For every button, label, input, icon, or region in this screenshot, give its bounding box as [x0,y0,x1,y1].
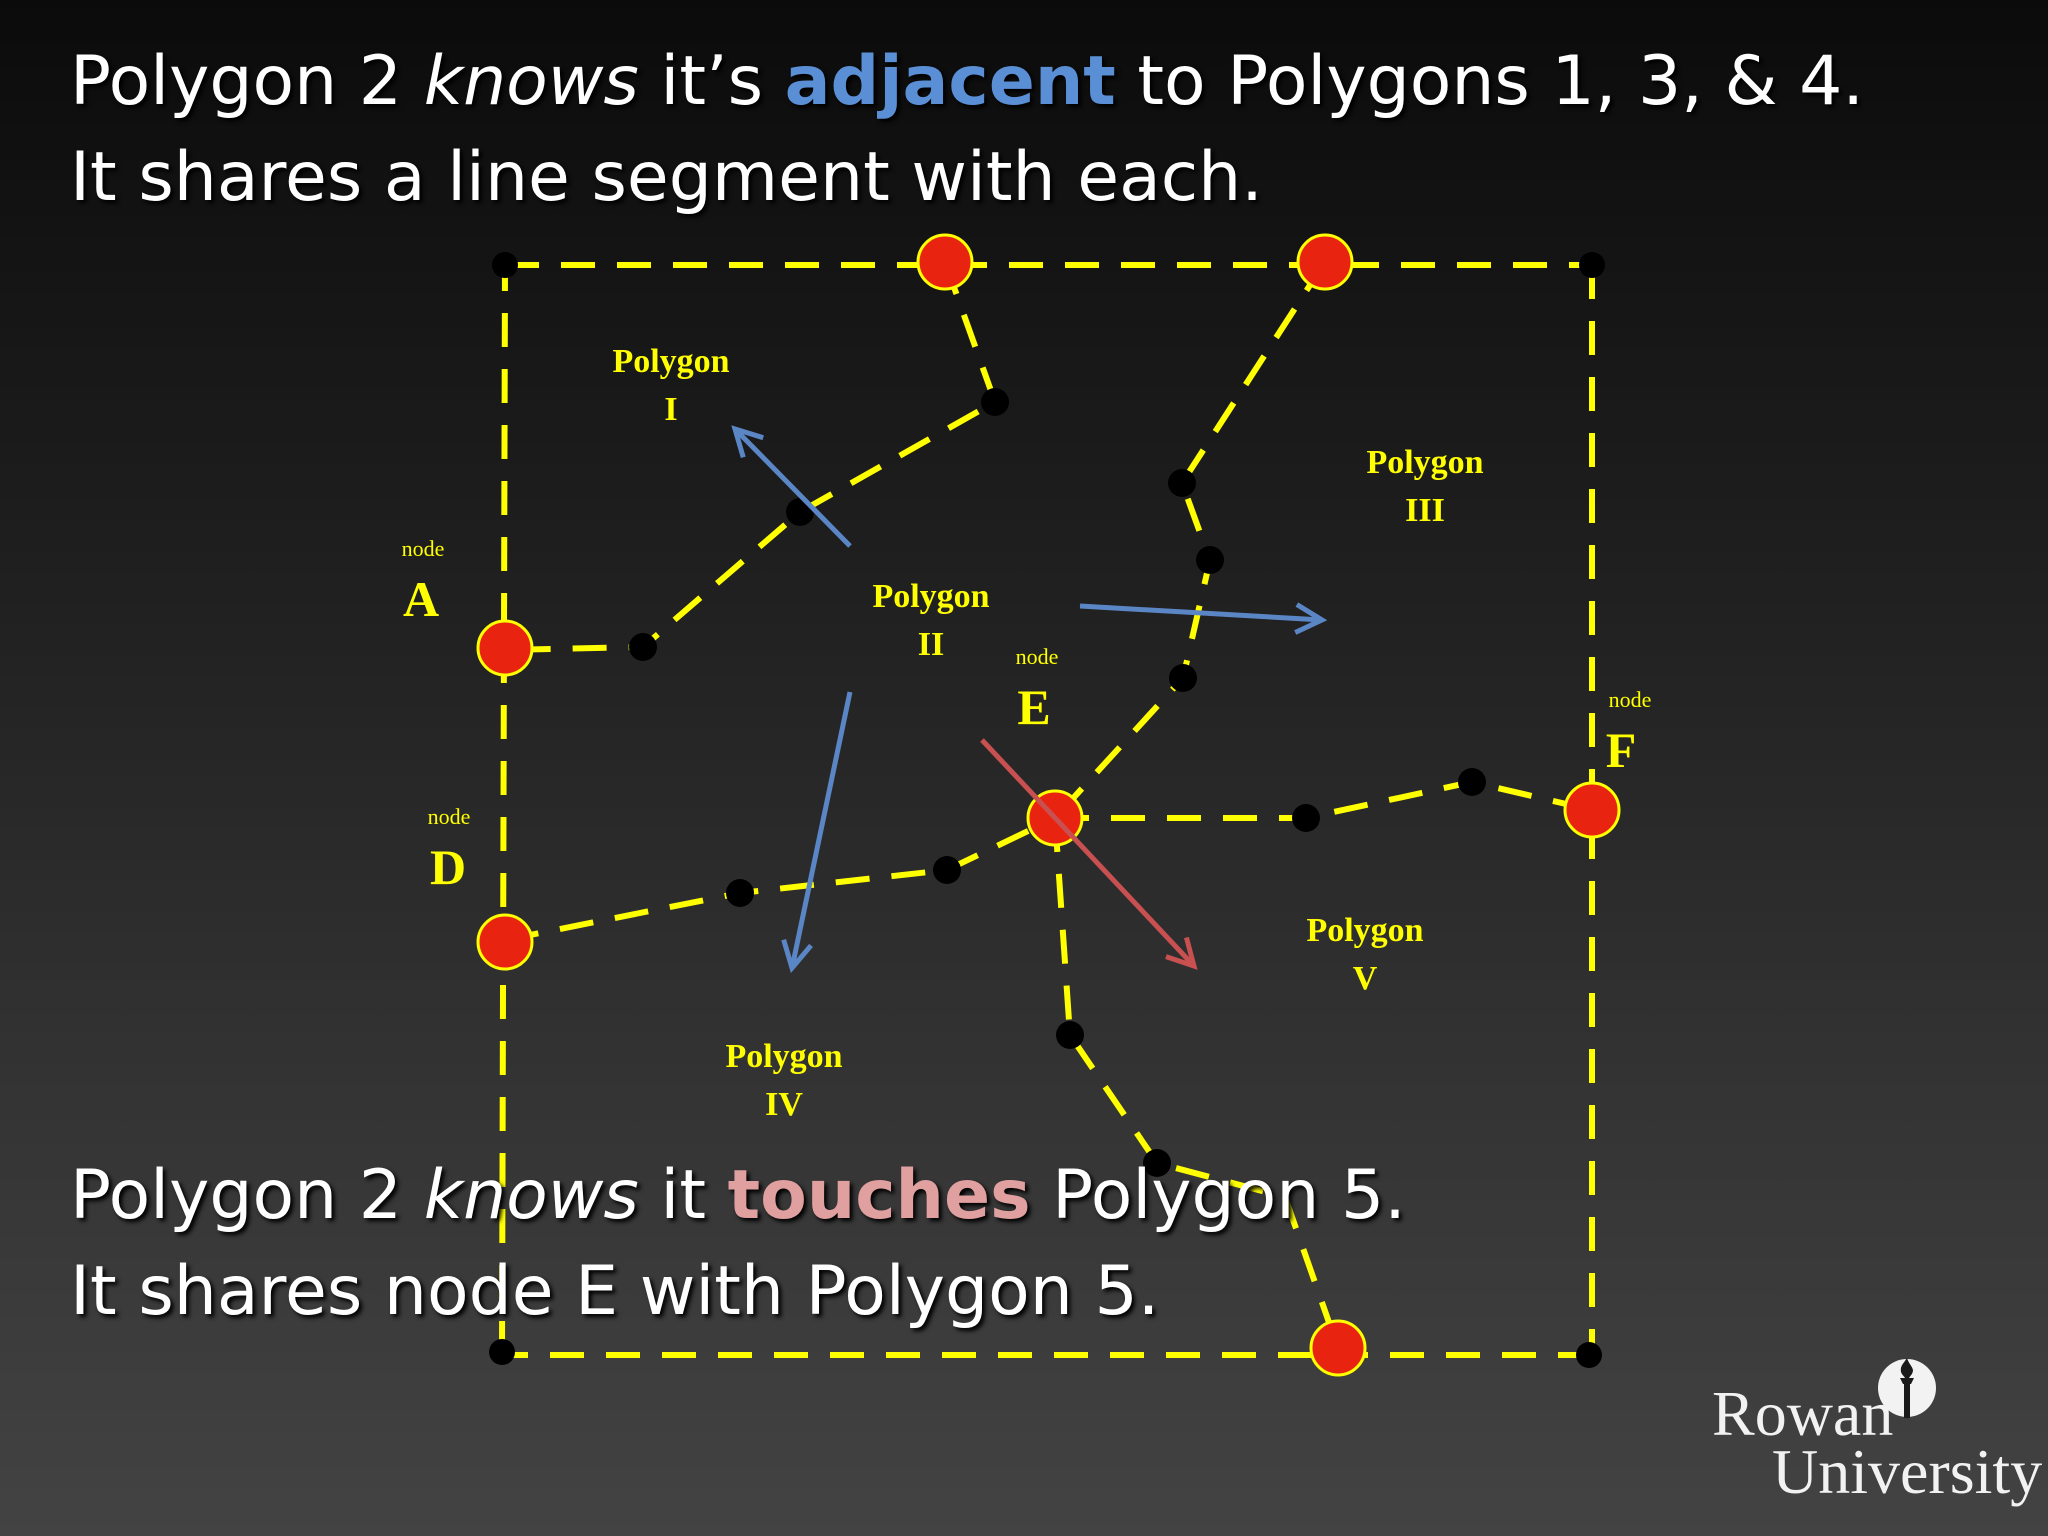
boundary-left [499,264,508,1356]
node-top-1 [916,233,974,291]
vertex [492,252,518,278]
adjacency-arrows [731,425,1328,974]
node-f [1563,781,1621,839]
vertex [1168,469,1196,497]
vertices [489,252,1605,1368]
text-run: Polygon 5. [1030,1156,1406,1235]
node-a [476,619,534,677]
arrow-to-polygon-3 [1079,602,1328,635]
node-d [476,913,534,971]
vertex [1143,1149,1171,1177]
nodes [476,233,1621,1377]
polygon-labels: Polygon I Polygon II Polygon III Polygon… [612,343,1483,1123]
emphasis-knows: knows [423,1156,639,1235]
top-statement-line-2: It shares a line segment with each. [70,138,1263,217]
keyword-adjacent: adjacent [784,42,1116,121]
logo-word-rowan: Rowan [1712,1378,1894,1449]
vertex [1458,768,1486,796]
bottom-statement-line-2: It shares node E with Polygon 5. [70,1252,1160,1331]
node-labels: node A node D node E node F [402,536,1652,895]
vertex [1169,664,1197,692]
vertex [1579,252,1605,278]
torch-icon [1878,1358,1936,1418]
top-statement: Polygon 2 knows it’s adjacent to Polygon… [70,34,1864,226]
polygon-2-label: Polygon [872,578,989,615]
arrow-to-polygon-5 [980,738,1198,970]
edge-polygon-4-5 [1052,817,1341,1349]
text-run: it [638,1156,728,1235]
node-d-caption: node [428,804,471,829]
edge-polygon-2-3 [1052,260,1328,821]
boundary-lines [499,262,1595,1358]
node-f-caption: node [1609,687,1652,712]
bottom-statement: Polygon 2 knows it touches Polygon 5. It… [70,1148,1406,1340]
vertex [933,856,961,884]
vertex [1576,1342,1602,1368]
node-bottom [1309,1319,1367,1377]
node-e-letter: E [1017,679,1050,735]
rowan-university-logo: Rowan University [1708,1352,2042,1504]
vertex [489,1339,515,1365]
keyword-touches: touches [727,1156,1031,1235]
polygon-1-numeral: I [664,391,677,428]
edge-polygon-2-4 [504,815,1057,943]
edge-polygon-1-2 [504,260,999,653]
polygon-3-numeral: III [1405,492,1445,529]
arrow-to-polygon-1 [731,425,852,548]
arrow-to-polygon-4 [781,691,853,974]
polygon-5-label: Polygon [1306,912,1423,949]
vertex [629,633,657,661]
polygon-4-label: Polygon [725,1038,842,1075]
vertex [981,388,1009,416]
vertex [1056,1021,1084,1049]
node-d-letter: D [430,839,466,895]
polygon-4-numeral: IV [765,1086,803,1123]
text-run: Polygon 2 [70,1156,424,1235]
node-f-letter: F [1606,722,1637,778]
vertex [1292,804,1320,832]
vertex [726,879,754,907]
text-run: it’s [638,42,785,121]
edge-polygon-3-5 [1055,778,1593,821]
vertex [1196,546,1224,574]
emphasis-knows: knows [423,42,639,121]
polygon-2-numeral: II [918,626,944,663]
top-statement-line-1: Polygon 2 knows it’s adjacent to Polygon… [70,34,1864,130]
node-a-caption: node [402,536,445,561]
polygon-5-numeral: V [1353,960,1378,997]
logo-word-university: University [1772,1436,2043,1507]
node-e-caption: node [1016,644,1059,669]
node-a-letter: A [403,571,439,627]
polygon-3-label: Polygon [1366,444,1483,481]
text-run: Polygon 2 [70,42,424,121]
polygon-1-label: Polygon [612,343,729,380]
node-top-2 [1296,233,1354,291]
text-run: to Polygons 1, 3, & 4. [1115,42,1864,121]
bottom-statement-line-1: Polygon 2 knows it touches Polygon 5. [70,1148,1406,1244]
